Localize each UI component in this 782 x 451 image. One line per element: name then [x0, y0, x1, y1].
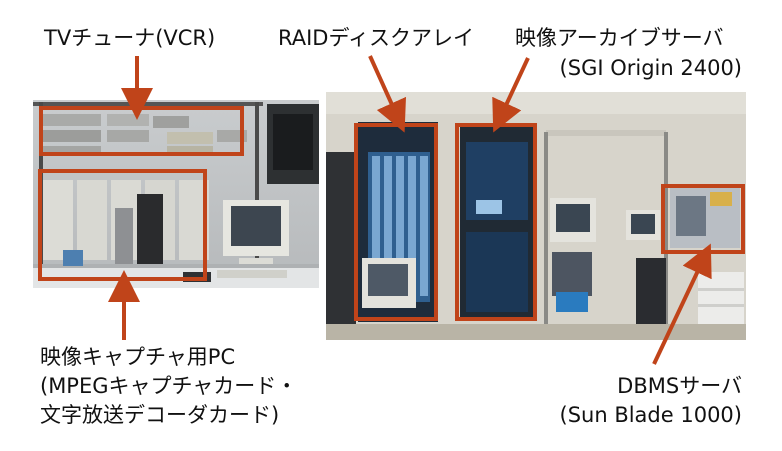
- capture-pc-label-line2: (MPEGキャプチャカード・: [40, 374, 298, 398]
- archive-server-title-label: 映像アーカイブサーバ: [515, 26, 724, 50]
- archive-server-arrow: [492, 57, 530, 133]
- capture-pc-label-line3: 文字放送デコーダカード): [40, 403, 280, 427]
- dbms-server-title-label: DBMSサーバ: [617, 374, 742, 398]
- dbms-server-model-label: (Sun Blade 1000): [559, 403, 743, 427]
- dbms-server-arrow: [652, 243, 712, 365]
- left-photo: [33, 100, 319, 288]
- tv-tuner-label: TVチューナ(VCR): [44, 26, 216, 50]
- left-photo-illustration: [33, 100, 319, 288]
- raid-label: RAIDディスクアレイ: [278, 26, 474, 50]
- capture-pc-label-line1: 映像キャプチャ用PC: [40, 345, 236, 369]
- raid-arrow: [368, 55, 406, 133]
- archive-server-model-label: (SGI Origin 2400): [559, 56, 742, 80]
